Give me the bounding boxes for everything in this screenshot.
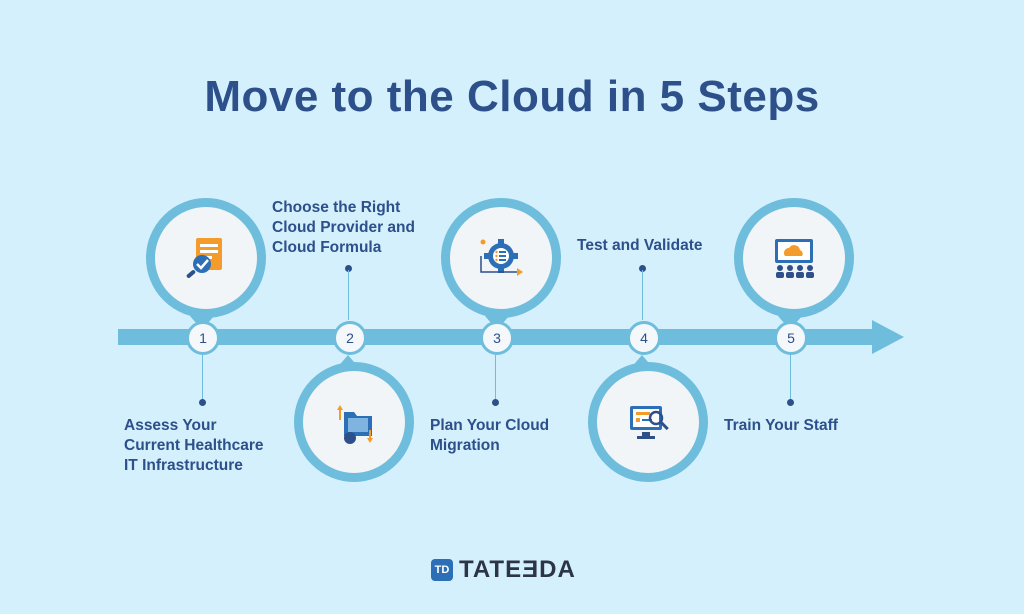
step-3-number: 3	[480, 321, 514, 355]
company-logo: TD TATEƎDA	[431, 556, 576, 583]
step-1-label: Assess Your Current Healthcare IT Infras…	[124, 417, 264, 474]
step-3-dot	[492, 399, 499, 406]
step-5-stem	[790, 355, 791, 401]
step-2-dot	[345, 265, 352, 272]
monitor-search-icon	[630, 406, 669, 439]
folder-transfer-icon	[337, 405, 373, 444]
step-1-bubble	[146, 198, 266, 318]
step-1-stem	[202, 355, 203, 401]
step-1-number: 1	[186, 321, 220, 355]
step-4-dot	[639, 265, 646, 272]
step-4-bubble	[588, 362, 708, 482]
step-1-dot	[199, 399, 206, 406]
step-3-label: Plan Your Cloud Migration	[430, 417, 550, 454]
step-4-label: Test and Validate	[577, 237, 703, 254]
step-5-dot	[787, 399, 794, 406]
logo-mark-icon: TD	[431, 559, 453, 581]
document-check-icon	[186, 238, 222, 278]
step-5-bubble	[734, 198, 854, 318]
step-3-stem	[495, 355, 496, 401]
step-2-bubble	[294, 362, 414, 482]
timeline-arrow-head	[872, 320, 904, 354]
step-4-stem	[642, 270, 643, 320]
step-3-bubble	[441, 198, 561, 318]
logo-text: TATEƎDA	[459, 556, 576, 583]
step-2-label: Choose the Right Cloud Provider and Clou…	[272, 199, 415, 256]
page-title: Move to the Cloud in 5 Steps	[204, 72, 820, 121]
step-5-label: Train Your Staff	[724, 417, 838, 434]
step-2-stem	[348, 270, 349, 320]
step-5-number: 5	[774, 321, 808, 355]
step-4-number: 4	[627, 321, 661, 355]
presentation-cloud-icon	[775, 239, 814, 278]
gear-list-icon	[480, 239, 523, 276]
step-2-number: 2	[333, 321, 367, 355]
